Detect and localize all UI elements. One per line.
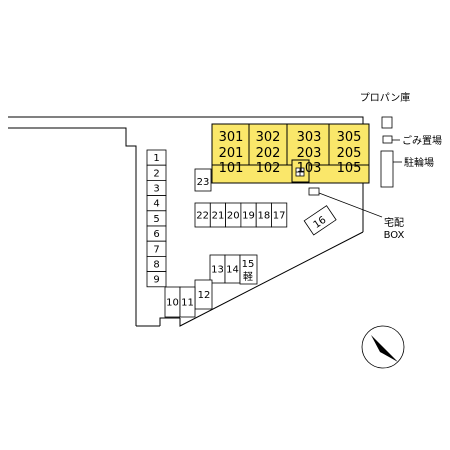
parking-slot-9-label: 9 <box>153 275 159 286</box>
room-101: 101 <box>219 161 244 176</box>
parking-slot-20-label: 20 <box>227 211 240 222</box>
parking-slot-6: 6 <box>146 225 167 242</box>
parking-slot-15-num: 15 <box>242 259 255 270</box>
parking-slot-9: 9 <box>146 271 167 288</box>
garbage-label: ごみ置場 <box>402 134 442 147</box>
parking-slot-22-label: 22 <box>196 211 209 222</box>
parking-slot-21-label: 21 <box>212 211 225 222</box>
room-302: 302 <box>256 130 281 145</box>
parking-slot-15: 15 軽 <box>239 254 258 285</box>
parking-slot-5: 5 <box>146 210 167 227</box>
room-105: 105 <box>337 161 362 176</box>
room-303: 303 <box>297 130 322 145</box>
delivery-label-line1: 宅配 <box>384 216 404 229</box>
parking-slot-2-label: 2 <box>153 168 159 179</box>
parking-slot-1: 1 <box>146 149 167 166</box>
parking-slot-15-note: 軽 <box>243 271 253 283</box>
parking-slot-23-label: 23 <box>197 177 210 188</box>
parking-slot-20: 20 <box>225 202 242 228</box>
parking-slot-8: 8 <box>146 255 167 272</box>
parking-slot-14: 14 <box>224 254 241 284</box>
parking-slot-2: 2 <box>146 164 167 181</box>
stair-icon <box>295 167 305 177</box>
parking-slot-10: 10 <box>164 286 181 318</box>
parking-slot-3-label: 3 <box>153 184 159 195</box>
parking-slot-5-label: 5 <box>153 214 159 225</box>
delivery-label-line2: BOX <box>384 230 405 241</box>
parking-slot-1-label: 1 <box>153 153 159 164</box>
room-103: 103 <box>297 161 322 176</box>
parking-slot-11-label: 11 <box>181 298 194 309</box>
parking-slot-19: 19 <box>240 202 257 228</box>
parking-slot-7: 7 <box>146 240 167 257</box>
parking-slot-13-label: 13 <box>211 265 224 276</box>
propane-storage: プロパン庫 <box>360 91 411 129</box>
parking-slot-17-label: 17 <box>273 211 286 222</box>
parking-slot-7-label: 7 <box>153 244 159 255</box>
parking-slot-4-label: 4 <box>153 199 159 210</box>
parking-slot-6-label: 6 <box>153 229 159 240</box>
parking-slot-18-label: 18 <box>257 211 270 222</box>
site-boundary <box>8 116 364 327</box>
bike-label: 駐輪場 <box>404 156 434 169</box>
corridor <box>211 164 370 184</box>
parking-slot-23: 23 <box>194 168 212 192</box>
garbage-area: ごみ置場 <box>382 134 442 147</box>
parking-slot-21: 21 <box>209 202 227 228</box>
room-202: 202 <box>256 146 281 161</box>
bike-parking: 駐輪場 <box>380 150 434 188</box>
parking-slot-10-label: 10 <box>166 298 179 309</box>
parking-slot-8-label: 8 <box>153 260 159 271</box>
parking-slot-11: 11 <box>179 286 196 318</box>
parking-slot-17: 17 <box>271 202 288 228</box>
room-305: 305 <box>337 130 362 145</box>
room-102: 102 <box>256 161 281 176</box>
propane-label: プロパン庫 <box>360 91 411 104</box>
parking-slot-14-label: 14 <box>226 265 239 276</box>
parking-left-column: 1 2 3 4 5 6 7 8 9 <box>146 149 167 288</box>
room-205: 205 <box>337 146 362 161</box>
north-arrow-icon <box>361 325 405 369</box>
room-301: 301 <box>219 130 244 145</box>
parking-slot-16: 16 <box>303 205 337 236</box>
parking-slot-4: 4 <box>146 195 167 212</box>
building-block <box>211 123 370 184</box>
parking-slot-12-label: 12 <box>198 290 211 301</box>
parking-slot-3: 3 <box>146 179 167 196</box>
delivery-box: 宅配 BOX <box>308 187 405 241</box>
parking-slot-13: 13 <box>209 254 226 284</box>
room-203: 203 <box>297 146 322 161</box>
parking-slot-22: 22 <box>194 202 211 228</box>
parking-slot-12: 12 <box>194 279 213 310</box>
parking-slot-18: 18 <box>255 202 272 228</box>
room-201: 201 <box>219 146 244 161</box>
parking-slot-19-label: 19 <box>242 211 255 222</box>
